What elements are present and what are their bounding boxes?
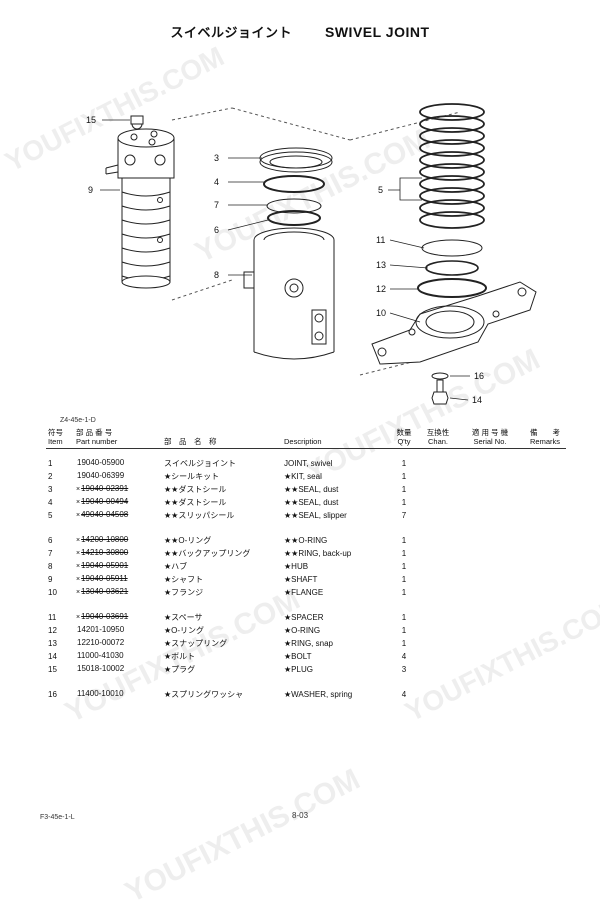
callout-7: 7 [214, 200, 219, 210]
watermark: YOUFIXTHIS.COM [120, 762, 366, 910]
callout-5: 5 [378, 185, 383, 195]
header-item: 符号 Item [48, 428, 63, 446]
hub-drawing [243, 227, 335, 360]
title-japanese: スイベルジョイント [170, 26, 292, 41]
table-row: 10 ×13040-03621 ★フランジ ★FLANGE 1 [48, 587, 407, 597]
table-row: 16 11400-10010 ★スプリングワッシャ ★WASHER, sprin… [48, 689, 407, 699]
table-row: 4 ×19040-00494 ★★ダストシール ★★SEAL, dust 1 [48, 497, 407, 507]
callout-12: 12 [376, 284, 386, 294]
callout-16: 16 [474, 371, 484, 381]
callout-3: 3 [214, 153, 219, 163]
table-row: 11 ×19040-03691 ★スペーサ ★SPACER 1 [48, 612, 407, 622]
header-part-name: 部 品 名 称 [164, 437, 217, 446]
table-row: 14 11000-41030 ★ボルト ★BOLT 4 [48, 651, 407, 661]
header-quantity: 数量 Q'ty [396, 428, 412, 446]
figure-reference: Z4-45e-1-D [60, 417, 96, 424]
header-interchangeability: 互換性 Chan. [426, 428, 450, 446]
callout-8: 8 [214, 270, 219, 280]
snap-ring-drawing [425, 260, 479, 276]
table-header-row: 符号 Item 部 品 番 号 Part number 部 品 名 称 Desc… [46, 428, 566, 449]
exploded-parts-diagram: 15 9 3 4 7 6 8 5 11 13 12 10 16 14 [86, 103, 537, 405]
table-row: 3 ×19040-02391 ★★ダストシール ★★SEAL, dust 1 [48, 484, 407, 494]
shaft-drawing [105, 115, 175, 289]
callout-13: 13 [376, 260, 386, 270]
flange-drawing [371, 281, 537, 365]
page-title: スイベルジョイント SWIVEL JOINT [0, 22, 600, 41]
callout-4: 4 [214, 177, 219, 187]
callout-9: 9 [88, 185, 93, 195]
bolt-drawing [431, 379, 449, 405]
callout-14: 14 [472, 395, 482, 405]
callout-10: 10 [376, 308, 386, 318]
washer-drawing [431, 372, 449, 380]
table-row: 7 ×14210-30800 ★★バックアップリング ★★RING, back-… [48, 548, 407, 558]
table-row: 5 ×49040-04508 ★★スリッパシール ★★SEAL, slipper… [48, 510, 407, 520]
spacer-drawing [421, 239, 483, 257]
title-english: SWIVEL JOINT [325, 24, 430, 40]
o-ring-drawing [417, 278, 487, 298]
page-number: 8-03 [292, 811, 309, 820]
header-description: Description [284, 437, 322, 446]
table-row: 2 19040-06399 ★シールキット ★KIT, seal 1 [48, 471, 407, 481]
callout-6: 6 [214, 225, 219, 235]
table-row: 15 15018-10002 ★プラグ ★PLUG 3 [48, 664, 407, 674]
header-part-number: 部 品 番 号 Part number [76, 428, 118, 446]
table-row: 8 ×19040-05901 ★ハブ ★HUB 1 [48, 561, 407, 571]
table-row: 9 ×19040-05911 ★シャフト ★SHAFT 1 [48, 574, 407, 584]
callout-11: 11 [376, 235, 385, 245]
parts-table: 符号 Item 部 品 番 号 Part number 部 品 名 称 Desc… [46, 428, 566, 701]
table-row: 12 14201-10950 ★O-リング ★O-RING 1 [48, 625, 407, 635]
footer-reference: F3-45e-1-L [40, 814, 75, 821]
callout-15: 15 [86, 115, 96, 125]
header-remarks: 備 考 Remarks [529, 428, 560, 446]
table-row: 13 12210-00072 ★スナップリング ★RING, snap 1 [48, 638, 407, 648]
header-serial-number: 適 用 号 機 Serial No. [471, 428, 509, 446]
slipper-seal-stack-drawing [419, 103, 485, 229]
seal-stack-drawing [259, 147, 333, 226]
table-row: 1 19040-05900 スイベルジョイント JOINT, swivel 1 [48, 458, 407, 468]
table-row: 6 ×14200-10800 ★★O-リング ★★O-RING 1 [48, 535, 407, 545]
